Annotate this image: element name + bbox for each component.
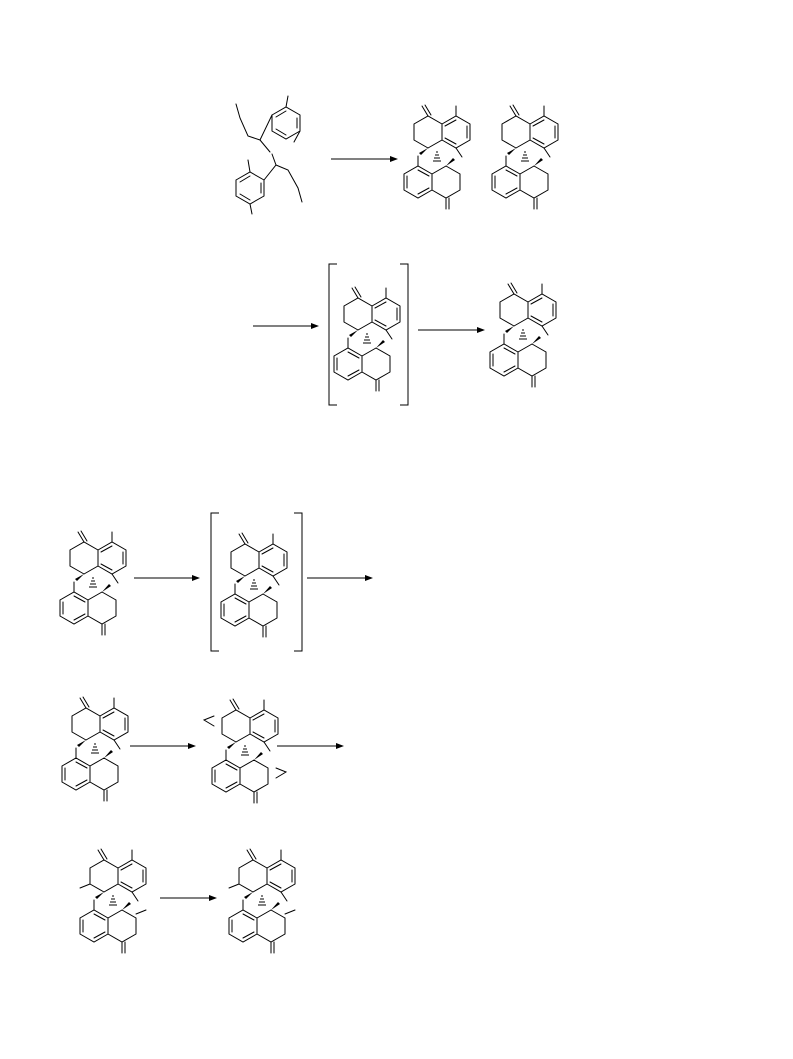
- reaction-5: [79, 849, 296, 953]
- product-5: [228, 849, 296, 953]
- intermediate-bracket-3: [210, 512, 303, 652]
- product-1b: [492, 105, 558, 209]
- intermediate-bracket-2: [328, 263, 409, 406]
- starting-material-1: [235, 95, 303, 215]
- reaction-arrow-2a: [253, 323, 319, 329]
- starting-material-4: [62, 697, 128, 801]
- reaction-arrow-4b: [277, 743, 344, 749]
- reaction-arrow-1: [331, 156, 398, 162]
- reaction-4: [62, 697, 344, 803]
- starting-material-3: [60, 531, 126, 635]
- product-2: [490, 283, 556, 387]
- epoxide-intermediate-4: [202, 699, 288, 803]
- reaction-1: [235, 95, 558, 215]
- reaction-arrow-4a: [130, 743, 196, 749]
- starting-material-5: [79, 849, 147, 953]
- reaction-arrow-3b: [307, 575, 373, 581]
- reaction-2: [253, 263, 556, 406]
- product-1a: [404, 105, 470, 209]
- reaction-arrow-5: [160, 895, 217, 901]
- reaction-arrow-2b: [418, 327, 485, 333]
- reaction-3: [60, 512, 373, 652]
- reaction-arrow-3a: [134, 575, 200, 581]
